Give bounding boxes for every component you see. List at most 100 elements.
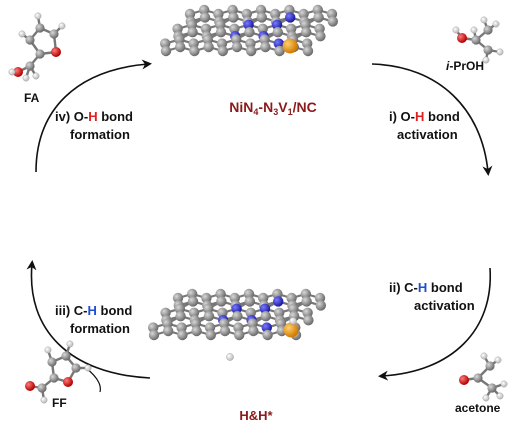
carbon-atom [175,41,186,53]
hydrogen-atom [34,12,42,20]
bonds [29,343,88,401]
carbon-atom [232,311,243,322]
arrow-step-ii [378,267,491,381]
hydrogen-atom [480,16,488,24]
carbon-atom [189,45,200,57]
hydrogen-atom [492,20,500,28]
arrow-ff-feed [85,367,101,393]
carbon-atom [205,329,216,341]
hydrogen-atom [480,352,488,360]
carbon-atom [327,16,338,27]
step-ii-label: ii) C-H bond activation [389,280,475,313]
arrow-step-iii [26,260,151,379]
catalyst-bottom-label: H&H* [239,408,273,423]
hydrogen-atom [496,392,504,400]
carbon-atom [272,27,283,38]
carbon-atom [215,27,227,38]
svg-text:formation: formation [70,321,130,336]
carbon-atom [244,296,255,307]
carbon-atom [315,300,326,311]
carbon-atom [303,315,314,326]
hydrogen-atom [289,317,297,325]
oxygen-atom [25,381,35,391]
step-iii-label: iii) C-H bond formation [55,303,132,336]
label-ff: FF [52,396,67,410]
carbon-atom [262,329,273,341]
carbon-atom [47,357,57,367]
carbon-atom [483,25,493,35]
hydrogen-atom [22,74,30,82]
label-ipr-oh: i-PrOH [446,59,484,73]
carbon-atom [71,363,81,373]
cycle-arrows [26,59,493,393]
carbon-atom [246,45,257,57]
hydrogen-atom [18,30,26,38]
carbon-atom [216,296,227,307]
carbon-atom [217,45,228,57]
hydrogen-atom [84,364,92,372]
carbon-atom [228,12,239,23]
step-iv-label: iv) O-H bond formation [55,109,133,142]
sheet-atoms [160,4,338,57]
molecule-ff [25,340,92,404]
oxygen-atom [51,47,61,57]
hydrogen-atom [226,353,234,361]
carbon-atom [148,329,160,341]
atoms [25,340,92,404]
carbon-atom [473,373,483,383]
arrow-step-i [371,63,493,176]
catalyst-sheet-bottom [148,288,326,361]
carbon-atom [187,27,198,38]
hydrogen-atom [8,68,16,76]
carbon-atom [25,35,35,45]
hydrogen-atom [44,346,52,354]
carbon-atom [37,383,47,393]
carbon-atom [175,311,186,322]
carbon-atom [301,27,312,38]
hydrogen-atom [494,356,502,364]
molecule-ipr-oh [452,16,504,64]
svg-text:activation: activation [414,298,475,313]
carbon-atom [199,12,211,23]
hydrogen-atom [40,396,48,404]
hydrogen-atom [470,26,478,34]
hydrogen-atom [482,56,490,64]
hydrogen-atom [66,340,74,348]
carbon-atom [244,27,255,38]
carbon-atom [274,45,285,57]
svg-text:activation: activation [397,127,458,142]
carbon-atom [177,329,188,341]
carbon-atom [315,31,326,42]
label-fa: FA [24,91,40,105]
carbon-atom [219,325,231,337]
carbon-atom [302,45,314,57]
carbon-atom [49,373,59,383]
molecule-acetone [459,352,508,402]
carbon-atom [234,329,245,341]
carbon-atom [35,23,45,33]
carbon-atom [187,296,199,307]
arrow-step-iv [35,59,152,173]
oxygen-atom [457,33,467,43]
carbon-atom [163,325,174,337]
carbon-atom [160,45,172,57]
atoms [8,12,66,82]
carbon-atom [61,351,71,361]
label-acetone: acetone [455,401,501,415]
svg-text:ii) C-H bond: ii) C-H bond [389,280,463,295]
carbon-atom [191,325,202,337]
hydrogen-atom [500,380,508,388]
catalyst-sheet-top [160,4,338,57]
atoms [459,352,508,402]
svg-text:iii) C-H bond: iii) C-H bond [55,303,132,318]
svg-text:formation: formation [70,127,130,142]
hydrogen-atom [58,22,66,30]
carbon-atom [260,311,271,322]
carbon-atom [471,35,481,45]
step-i-label: i) O-H bond activation [389,109,460,142]
atoms [452,16,504,64]
hydrogen-atom [452,26,460,34]
carbon-atom [301,296,312,307]
